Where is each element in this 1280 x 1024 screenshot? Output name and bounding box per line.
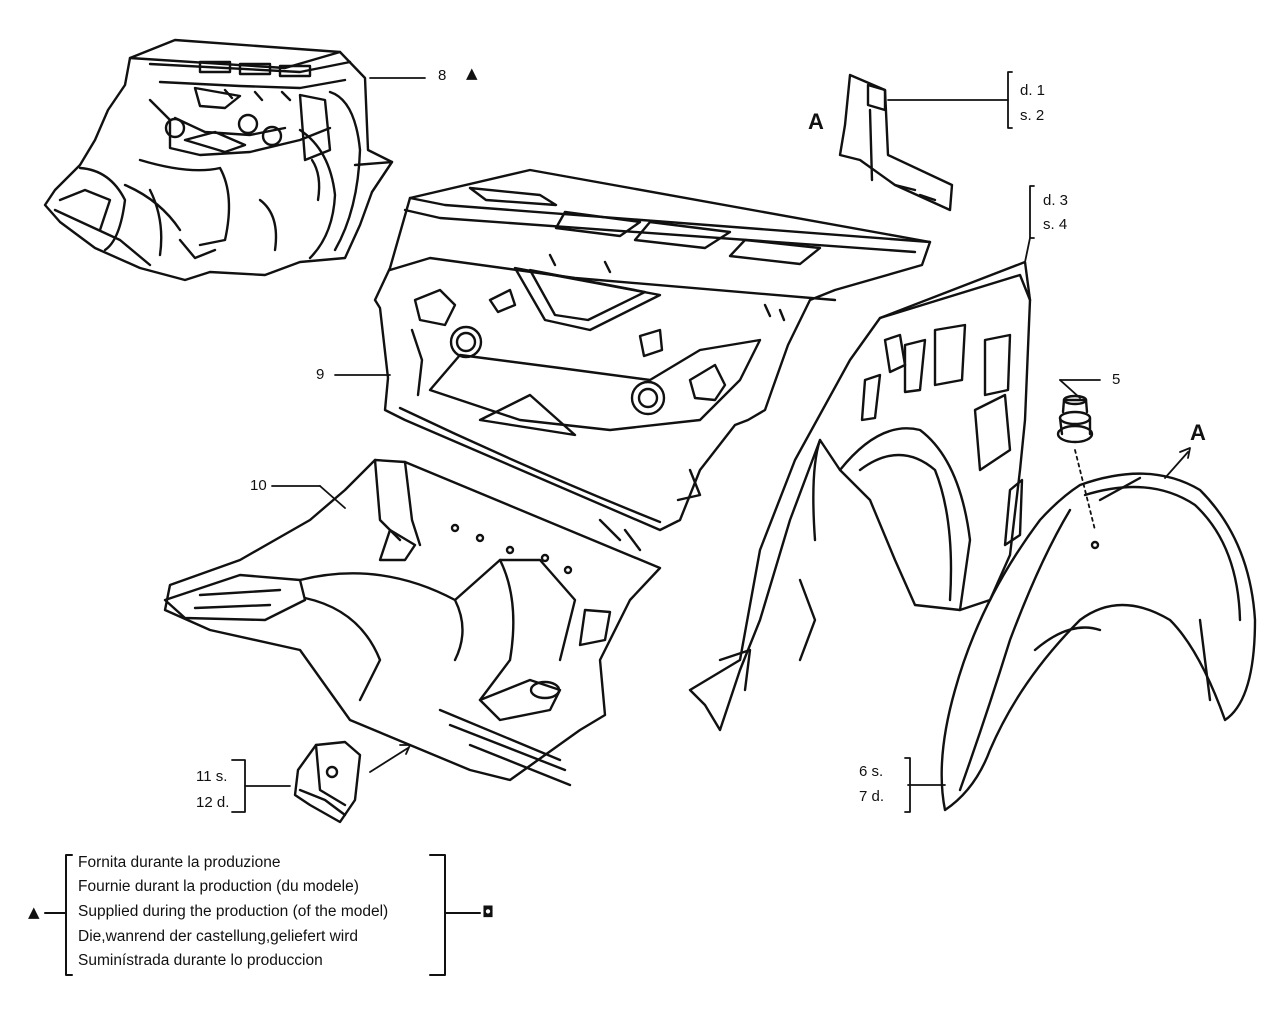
callout-4: s. 4 <box>1043 216 1068 233</box>
legend-line-de: Die,wanrend der castellung,geliefert wir… <box>78 928 359 945</box>
legend-line-en: Supplied during the production (of the m… <box>78 903 389 920</box>
part-3-4-inner-wheelarch <box>688 260 1032 732</box>
callout-2: s. 2 <box>1020 107 1045 124</box>
callout-11: 11 s. <box>196 768 228 785</box>
triangle-marker-icon: ▲ <box>466 64 478 82</box>
callout-3: d. 3 <box>1043 192 1069 209</box>
callout-8: 8 <box>438 67 447 84</box>
part-5-plug <box>1056 394 1094 444</box>
callout-A-left: A <box>808 109 824 134</box>
legend-triangle-icon: ▲ <box>28 903 40 921</box>
leader-lines <box>231 71 1191 813</box>
part-1-2-bracket <box>838 73 954 212</box>
callout-7: 7 d. <box>859 788 885 805</box>
callout-9: 9 <box>316 366 325 383</box>
legend-line-it: Fornita durante la produzione <box>78 854 281 871</box>
part-9-rear-panel <box>373 168 932 532</box>
callout-6: 6 s. <box>859 763 884 780</box>
legend-line-es: Suminístrada durante lo produccion <box>78 952 323 969</box>
callout-1: d. 1 <box>1020 82 1046 99</box>
legend-brackets <box>44 854 481 976</box>
legend-line-fr: Fournie durant la production (du modele) <box>78 878 359 895</box>
part-8-rear-body-assembly <box>43 38 394 282</box>
legend-square-icon: ◘ <box>482 903 494 921</box>
callout-10: 10 <box>250 477 267 494</box>
part-11-12-bracket <box>293 740 362 824</box>
callout-12: 12 d. <box>196 794 230 811</box>
callout-A-right: A <box>1190 420 1206 445</box>
callout-5: 5 <box>1112 371 1121 388</box>
part-10-floor-pan <box>163 458 662 787</box>
part-6-7-wheelarch <box>940 472 1257 812</box>
